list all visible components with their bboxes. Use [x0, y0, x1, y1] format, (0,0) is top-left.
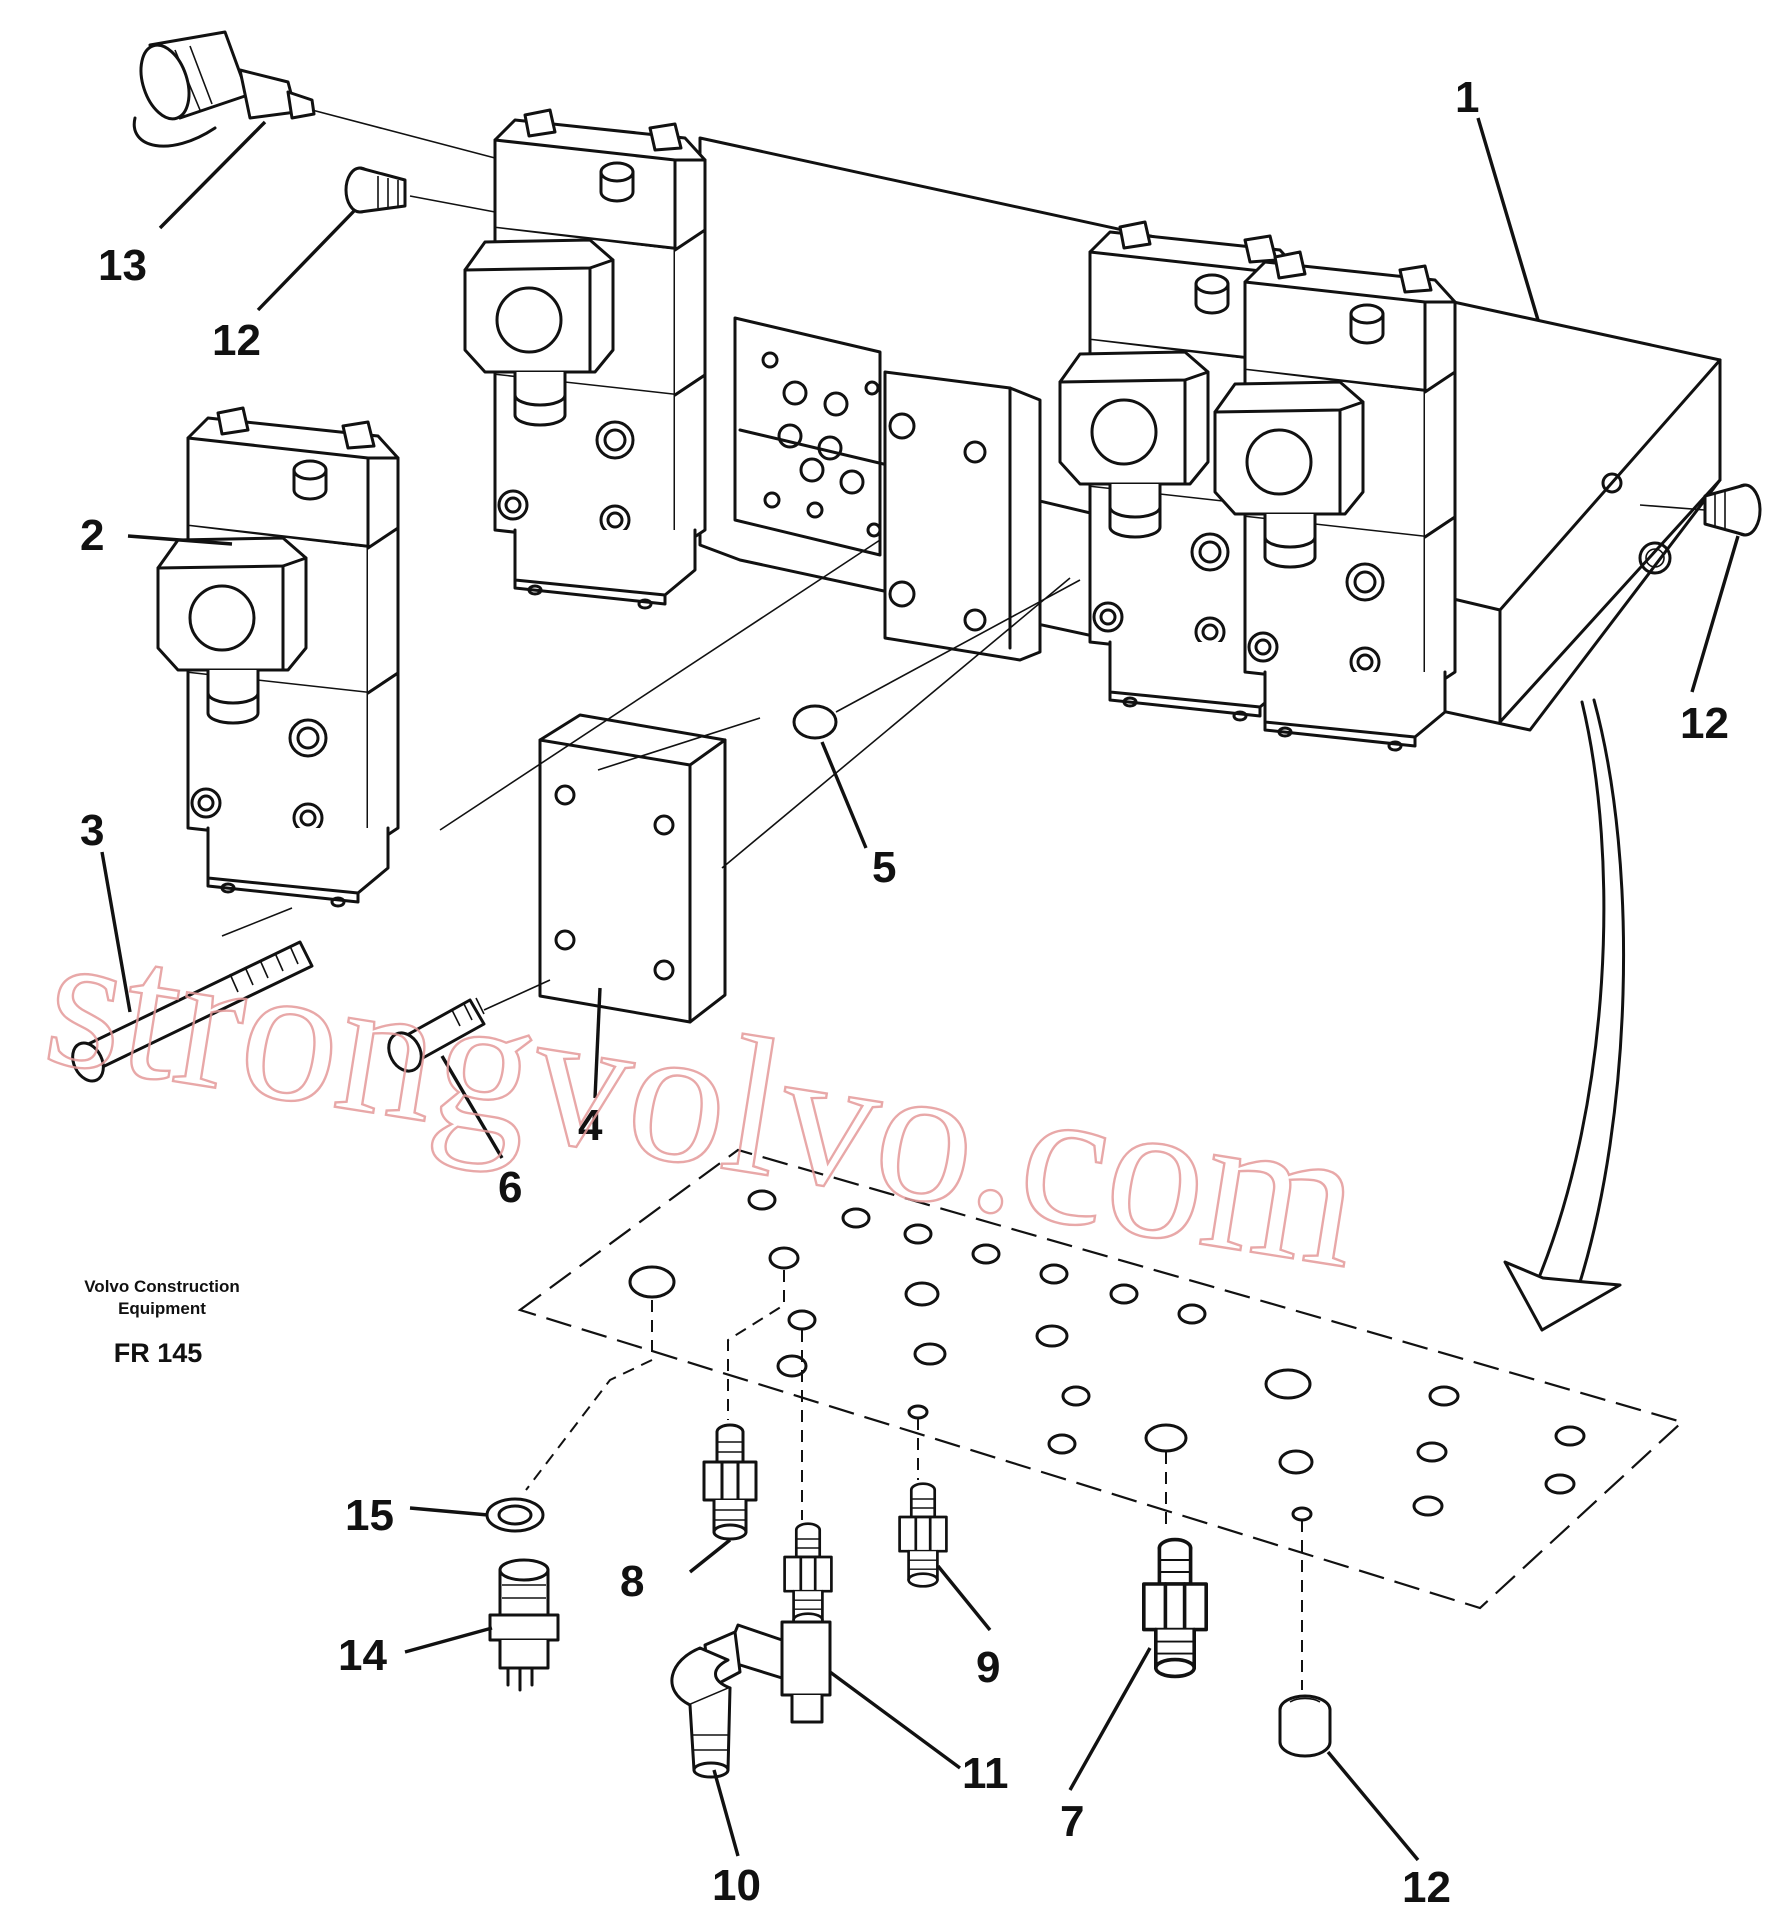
callout-10: 10	[712, 1861, 761, 1908]
plug-screw-top	[344, 166, 407, 214]
long-screw	[71, 940, 314, 1083]
callout-5: 5	[872, 843, 896, 892]
callout-6: 6	[498, 1163, 522, 1212]
callout-9: 9	[976, 1643, 1000, 1692]
callout-15: 15	[345, 1491, 394, 1540]
callout-8: 8	[620, 1557, 644, 1606]
solenoid-valve-exploded	[156, 406, 400, 908]
seal-washer	[485, 1497, 545, 1533]
connector-plug	[132, 30, 316, 148]
callout-13: 13	[98, 241, 147, 290]
view-arrow	[1503, 698, 1626, 1332]
pressure-sensor	[488, 1558, 560, 1692]
solenoid-valve-top	[463, 108, 707, 610]
callout-14: 14	[338, 1631, 387, 1680]
callout-7: 7	[1060, 1797, 1084, 1846]
cover-plate-mounted	[883, 370, 1042, 662]
fitting-7	[1142, 1537, 1208, 1679]
callout-12-bottom: 12	[1402, 1863, 1451, 1908]
mounting-face	[733, 316, 882, 557]
callout-12-top: 12	[212, 316, 261, 365]
callout-3: 3	[80, 806, 104, 855]
callout-12-right: 12	[1680, 699, 1729, 748]
fitting-9	[898, 1482, 948, 1588]
assembly-lines	[221, 109, 1706, 1690]
callouts: 1 2 3 4 5 6 7 8 9 10 11 12 12 12 13 14 1…	[80, 73, 1729, 1908]
plug-screw-right	[1703, 483, 1762, 537]
credit-line-1: Volvo Construction	[84, 1277, 240, 1296]
cover-plate-loose	[538, 713, 727, 1024]
figure-code: FR 145	[114, 1338, 203, 1368]
callout-1: 1	[1455, 73, 1479, 122]
leader-lines	[100, 117, 1740, 1862]
short-screw	[387, 997, 486, 1073]
fitting-8	[702, 1423, 758, 1541]
callout-11: 11	[962, 1749, 1009, 1798]
elbow-fitting	[670, 1646, 732, 1779]
callout-2: 2	[80, 511, 104, 560]
callout-4: 4	[578, 1101, 603, 1150]
o-ring	[792, 704, 838, 740]
credit-line-2: Equipment	[118, 1299, 206, 1318]
plug-screw-bottom	[1278, 1694, 1332, 1758]
